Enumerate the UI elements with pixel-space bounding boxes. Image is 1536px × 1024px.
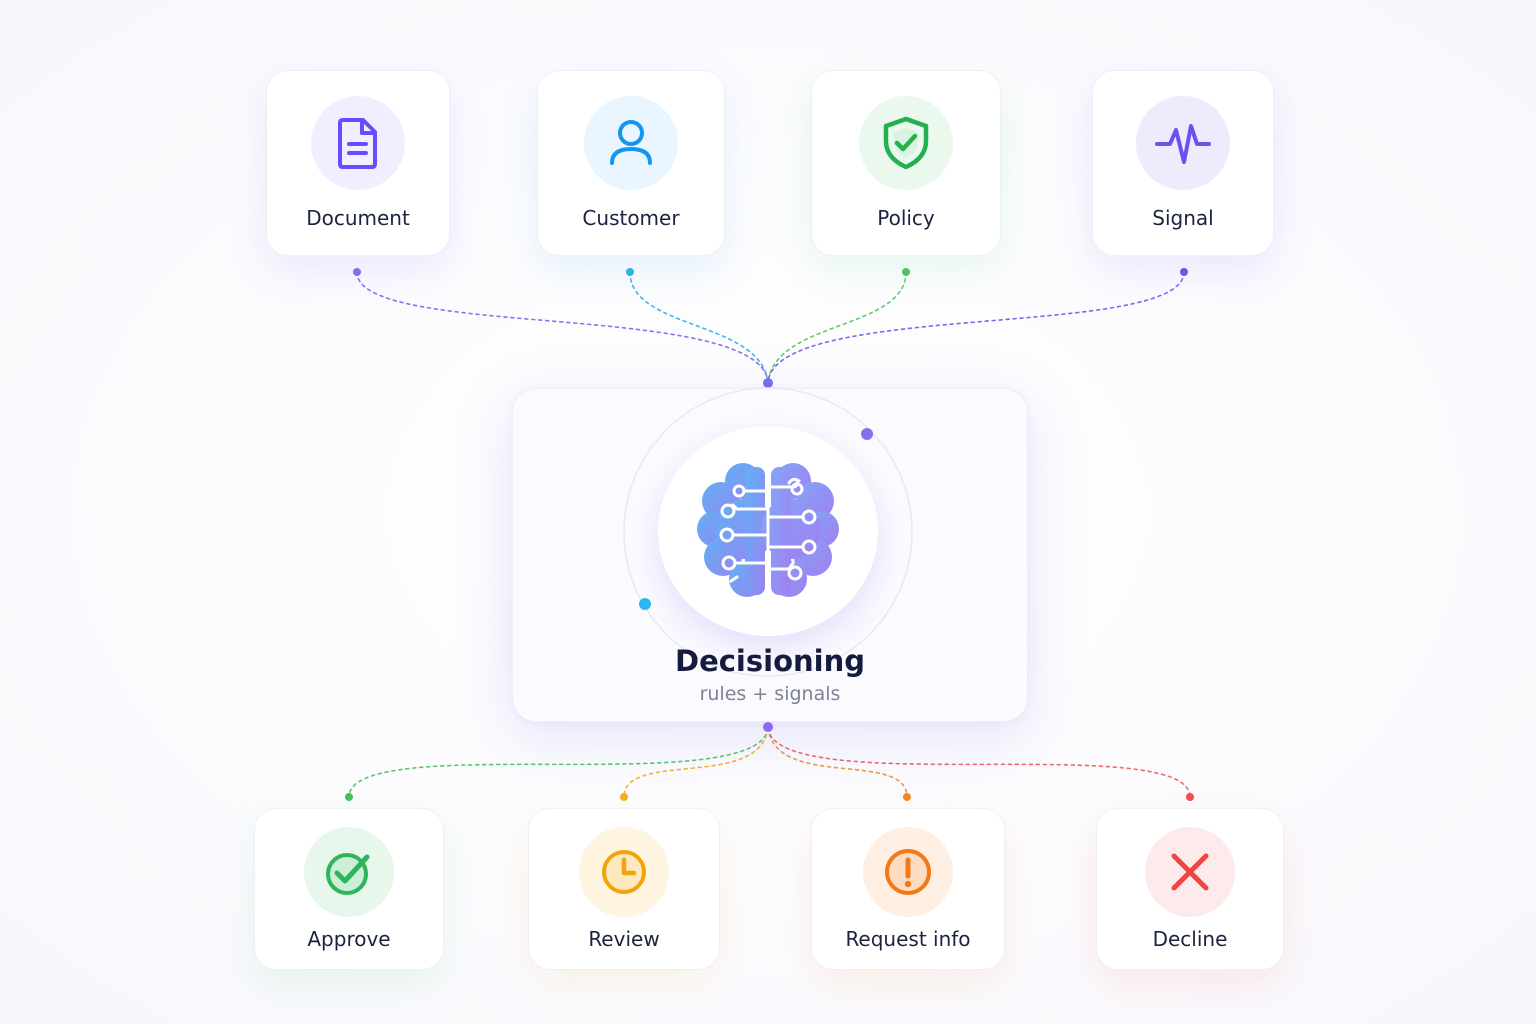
alert-circle-icon-badge xyxy=(863,827,953,917)
input-label-signal: Signal xyxy=(1152,206,1214,230)
connector-signal xyxy=(767,271,1185,383)
connector-dot-request-info xyxy=(903,793,911,801)
output-card-request-info[interactable]: Request info xyxy=(811,808,1005,970)
document-icon xyxy=(338,118,377,169)
clock-icon-badge xyxy=(579,827,669,917)
decisioning-subtitle: rules + signals xyxy=(699,683,841,705)
input-label-customer: Customer xyxy=(582,206,680,230)
connector-dot-policy xyxy=(902,268,910,276)
shield-check-icon-badge xyxy=(859,96,953,190)
connector-dot-customer xyxy=(626,268,634,276)
output-label-decline: Decline xyxy=(1152,927,1228,951)
input-card-policy[interactable]: Policy xyxy=(811,70,1001,256)
decisioning-title: Decisioning xyxy=(675,644,865,678)
connector-dot-signal xyxy=(1180,268,1188,276)
connector-dot-document xyxy=(353,268,361,276)
input-label-policy: Policy xyxy=(877,206,935,230)
document-icon-badge xyxy=(311,96,405,190)
check-circle-icon-badge xyxy=(304,827,394,917)
connector-decline xyxy=(767,727,1191,798)
brain-circuit-icon xyxy=(697,463,839,597)
output-label-approve: Approve xyxy=(307,927,391,951)
output-card-decline[interactable]: Decline xyxy=(1096,808,1284,970)
output-card-approve[interactable]: Approve xyxy=(254,808,444,970)
input-card-signal[interactable]: Signal xyxy=(1092,70,1274,256)
connector-dot-center-bottom xyxy=(763,722,773,732)
pulse-icon-badge xyxy=(1136,96,1230,190)
connector-customer xyxy=(629,271,769,383)
input-label-document: Document xyxy=(306,206,410,230)
clock-icon xyxy=(602,850,646,894)
brain-badge xyxy=(658,426,878,636)
input-card-customer[interactable]: Customer xyxy=(537,70,725,256)
connector-dot-review xyxy=(620,793,628,801)
connector-request-info xyxy=(767,727,908,798)
output-label-review: Review xyxy=(588,927,660,951)
check-circle-icon xyxy=(326,853,370,895)
connector-document xyxy=(356,271,769,383)
alert-circle-icon xyxy=(885,849,931,895)
user-icon xyxy=(610,120,652,165)
output-label-request-info: Request info xyxy=(845,927,971,951)
connector-approve xyxy=(348,727,769,798)
x-icon xyxy=(1171,853,1209,891)
user-icon-badge xyxy=(584,96,678,190)
connector-review xyxy=(623,727,769,798)
connector-dot-center-top xyxy=(763,378,773,388)
connector-dot-decline xyxy=(1186,793,1194,801)
connector-dot-approve xyxy=(345,793,353,801)
x-icon-badge xyxy=(1145,827,1235,917)
shield-check-icon xyxy=(883,116,929,170)
output-card-review[interactable]: Review xyxy=(528,808,720,970)
connector-policy xyxy=(767,271,907,383)
input-card-document[interactable]: Document xyxy=(266,70,450,256)
pulse-icon xyxy=(1155,124,1211,164)
